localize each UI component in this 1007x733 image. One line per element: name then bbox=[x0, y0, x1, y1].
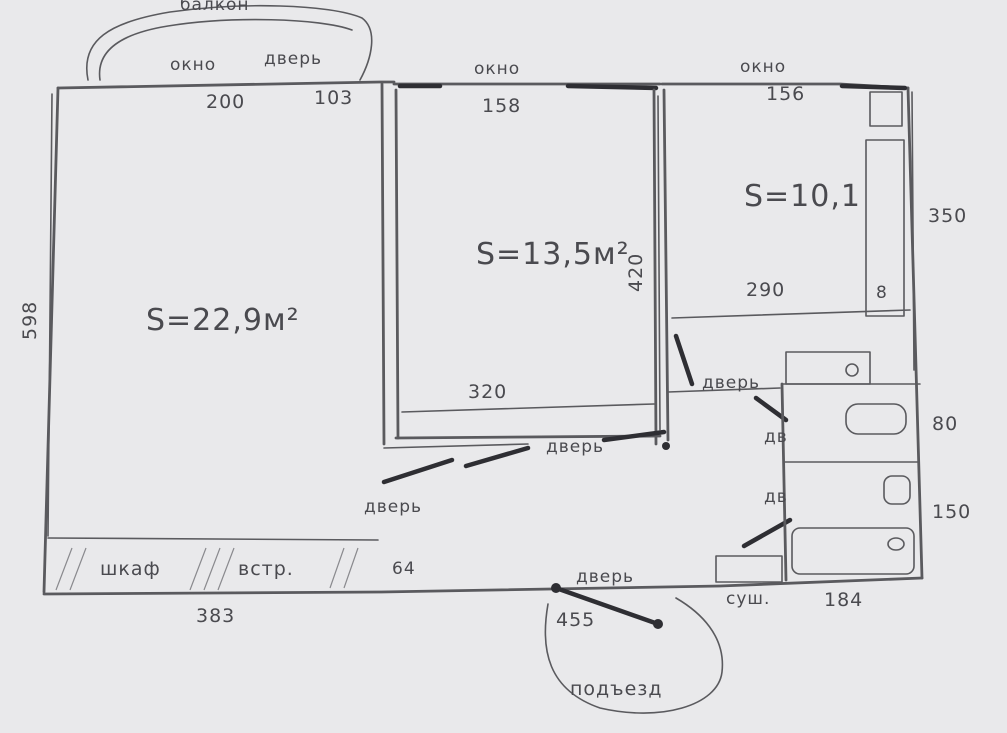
wall-bedroom-kitchen-2 bbox=[662, 88, 670, 442]
dim-383: 383 bbox=[196, 605, 235, 627]
kitchen-counter bbox=[865, 139, 905, 317]
outer-wall-bottom bbox=[42, 576, 924, 596]
bathtub bbox=[791, 527, 915, 575]
inner-wall-left-room-right-edge bbox=[47, 93, 53, 537]
wall-bedroom-kitchen bbox=[652, 88, 658, 446]
dim-line-420 bbox=[657, 95, 661, 431]
dim-150: 150 bbox=[932, 501, 971, 523]
door-swing-hall bbox=[381, 457, 455, 485]
wall-living-bedroom-2 bbox=[394, 88, 400, 440]
window-label-1: окно bbox=[170, 55, 216, 75]
bathtub-drain bbox=[887, 537, 905, 551]
entry-marker bbox=[551, 583, 561, 593]
dryer-box bbox=[715, 555, 783, 583]
window-label-2: окно bbox=[474, 59, 520, 79]
dim-455: 455 bbox=[556, 609, 595, 631]
wall-bath-left bbox=[780, 382, 788, 582]
door-label-room: дверь bbox=[546, 437, 604, 457]
stove-burner bbox=[845, 363, 859, 377]
dim-103: 103 bbox=[314, 87, 353, 109]
dim-350: 350 bbox=[928, 205, 967, 227]
door-label-bath: дв bbox=[764, 487, 788, 507]
balcony-label: балкон bbox=[180, 0, 250, 15]
entry-marker-2 bbox=[653, 619, 663, 629]
door-swing-kitchen bbox=[673, 333, 695, 387]
dim-158: 158 bbox=[482, 95, 521, 117]
dim-184: 184 bbox=[824, 589, 863, 611]
door-swing-entry bbox=[553, 585, 661, 627]
outer-wall-right bbox=[906, 86, 924, 580]
wall-living-bedroom bbox=[380, 82, 386, 446]
wardrobe-top-line bbox=[47, 537, 379, 541]
dim-320: 320 bbox=[468, 381, 507, 403]
entrance-outline bbox=[544, 597, 724, 714]
door-swing-bath bbox=[741, 517, 793, 549]
area-kitchen: S=10,1 bbox=[744, 179, 861, 214]
door-label-hall: дверь bbox=[364, 497, 422, 517]
dim-80: 80 bbox=[932, 413, 958, 435]
door-swing-hall-2 bbox=[463, 445, 531, 469]
wardrobe-label-1: шкаф bbox=[100, 558, 161, 580]
area-living: S=22,9м² bbox=[146, 303, 300, 338]
door-label-kitchen: дверь bbox=[702, 373, 760, 393]
door-label-wc: дв bbox=[764, 427, 788, 447]
dim-156: 156 bbox=[766, 83, 805, 105]
wall-kitchen-bottom bbox=[667, 387, 781, 393]
toilet bbox=[845, 403, 907, 435]
door-swing-wc bbox=[753, 395, 789, 423]
window-mark-3 bbox=[839, 83, 908, 91]
dim-line-350 bbox=[911, 91, 915, 371]
door-swing-bedroom bbox=[601, 429, 667, 443]
wall-bedroom-bottom-2 bbox=[383, 443, 529, 449]
window-label-3: окно bbox=[740, 57, 786, 77]
door-label-balcony: дверь bbox=[264, 49, 322, 69]
kitchen-sink bbox=[869, 91, 903, 127]
dim-64: 64 bbox=[392, 559, 416, 579]
outer-wall-top-left bbox=[56, 80, 396, 90]
dim-290: 290 bbox=[746, 279, 785, 301]
sink bbox=[883, 475, 911, 505]
stove bbox=[785, 351, 871, 385]
window-mark-1 bbox=[565, 83, 659, 91]
wardrobe-label-2: встр. bbox=[238, 558, 294, 580]
door-label-entry: дверь bbox=[576, 567, 634, 587]
balcony-outline-inner bbox=[98, 18, 353, 81]
dim-420: 420 bbox=[625, 253, 647, 292]
dim-8: 8 bbox=[876, 283, 888, 303]
dim-line-320 bbox=[401, 403, 655, 413]
corner-marker bbox=[662, 442, 670, 450]
dim-line-290 bbox=[671, 309, 911, 319]
outer-wall-left bbox=[42, 86, 60, 594]
dim-598: 598 bbox=[19, 301, 41, 340]
dim-200: 200 bbox=[206, 91, 245, 113]
wardrobe-hatching bbox=[55, 547, 359, 591]
area-bedroom: S=13,5м² bbox=[476, 237, 630, 272]
balcony-outline bbox=[85, 4, 373, 81]
entrance-label: подъезд bbox=[570, 678, 663, 700]
dryer-label: суш. bbox=[726, 589, 770, 609]
